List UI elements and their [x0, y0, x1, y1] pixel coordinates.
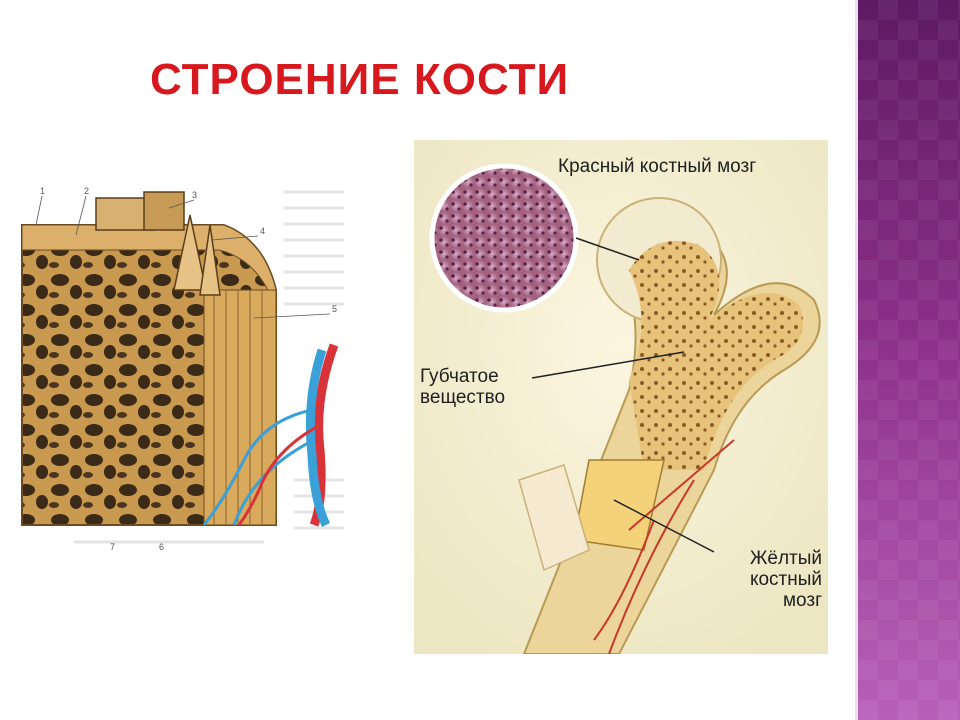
- part-number-6: 6: [159, 542, 164, 552]
- part-number-4: 4: [260, 226, 265, 236]
- spongy-substance-area: [629, 240, 804, 470]
- femur-illustration: [414, 140, 828, 654]
- label-spongy-line1: Губчатое: [420, 366, 499, 387]
- artery-branches: [237, 423, 321, 526]
- leader-line-yellow-marrow: [613, 499, 715, 553]
- vein: [305, 348, 331, 527]
- osteon: [199, 224, 221, 296]
- slide-title: СТРОЕНИЕ КОСТИ: [150, 55, 570, 104]
- part-number-5: 5: [332, 304, 337, 314]
- part-number-2: 2: [84, 186, 89, 196]
- label-spongy-line2: вещество: [420, 387, 506, 408]
- label-yellow-line2: костный: [749, 569, 822, 590]
- leader-line-spongy: [531, 351, 685, 379]
- blood-vessels: [593, 439, 735, 654]
- side-accent-bar: [858, 0, 960, 720]
- side-accent-pattern: [858, 0, 960, 720]
- label-spongy-substance: Губчатое вещество: [420, 366, 505, 408]
- label-yellow-line1: Жёлтый: [749, 548, 822, 569]
- yellow-marrow-cavity: [573, 459, 665, 551]
- part-number-1: 1: [40, 186, 45, 196]
- leader-line-red-marrow: [575, 237, 640, 261]
- faded-text-lines: [74, 190, 344, 544]
- part-number-3: 3: [192, 190, 197, 200]
- red-marrow-micrograph: [429, 163, 579, 313]
- osteon: [173, 214, 207, 291]
- compact-bone-strip: [203, 289, 277, 526]
- lamella-block: [143, 191, 185, 231]
- label-yellow-marrow: Жёлтый костный мозг: [710, 548, 822, 611]
- label-red-marrow: Красный костный мозг: [558, 156, 757, 177]
- cut-bone-flap: [518, 464, 590, 572]
- label-yellow-line3: мозг: [782, 590, 822, 611]
- part-number-7: 7: [110, 542, 115, 552]
- bone-section-illustration: 1 2 3 4 5 6 7: [14, 180, 354, 560]
- side-accent-edge: [855, 0, 859, 720]
